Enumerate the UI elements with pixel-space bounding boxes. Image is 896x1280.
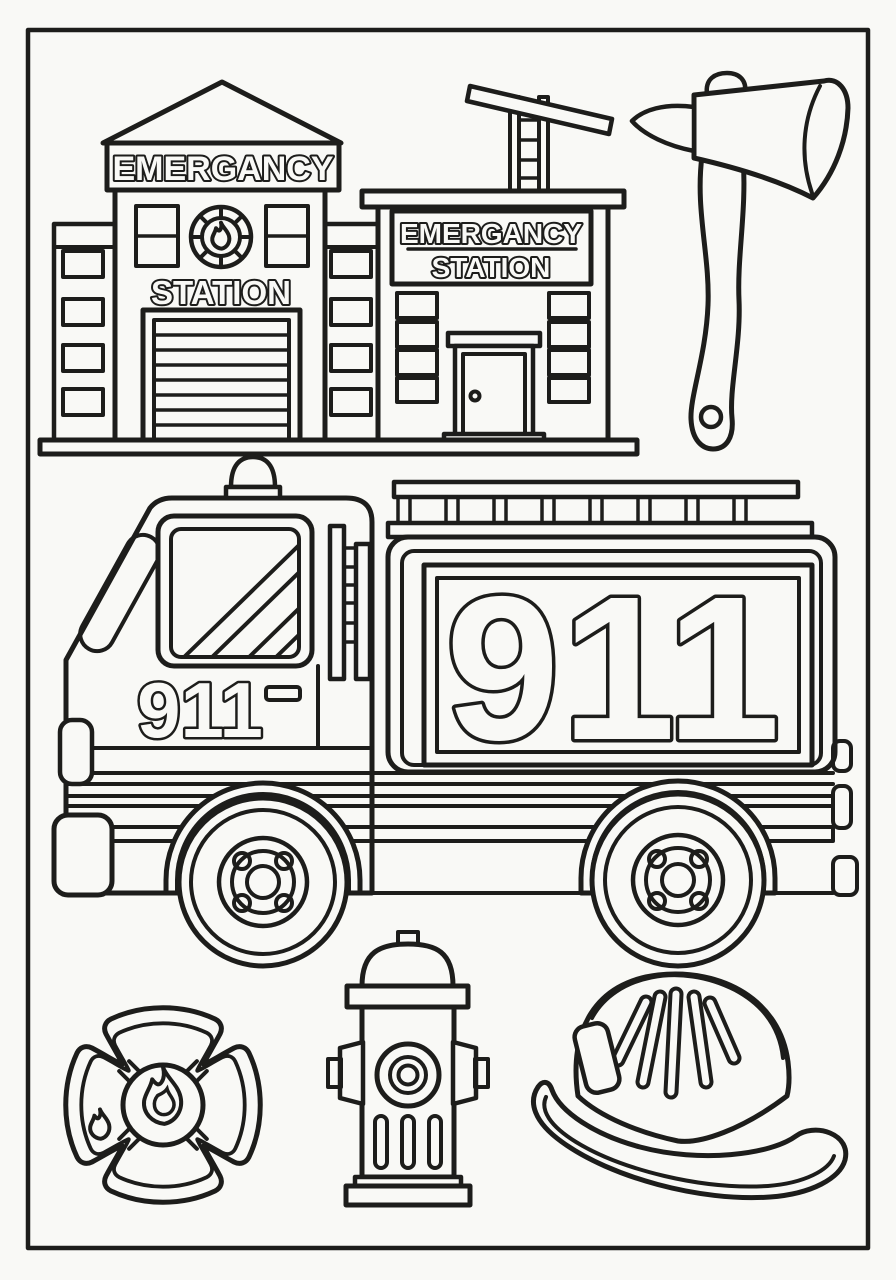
- sign-line2: STATION: [432, 252, 551, 283]
- axe-handle: [688, 153, 747, 452]
- helmet-crown: [573, 971, 792, 1144]
- axe-handle-hole: [698, 404, 724, 430]
- helmet-front-shield: [572, 1020, 622, 1096]
- helmet-brim: [531, 1080, 849, 1201]
- hydrant-slots: [373, 1114, 443, 1170]
- axe-pick: [629, 103, 697, 154]
- building-windows-left: [395, 291, 439, 404]
- wing-window: [61, 249, 105, 279]
- helmet-brim-inner-line: [542, 1095, 836, 1189]
- cab-back-ladder-rack: [327, 523, 373, 682]
- axe-blade-edge-line: [802, 84, 822, 195]
- helmet-ribs: [610, 986, 742, 1100]
- maltese-cross-badge: [63, 1005, 263, 1205]
- hydrant-base: [343, 1183, 473, 1208]
- truck-number-panel: 911: [421, 551, 815, 787]
- cab-number-text: 911: [137, 666, 263, 754]
- right-wing: [322, 221, 383, 443]
- cab-number-dash: [264, 685, 302, 702]
- hydrant-valve-cap: [374, 1041, 442, 1109]
- building-windows-right: [547, 291, 591, 404]
- badge-cross-bands: [117, 1059, 209, 1151]
- front-wheel: [176, 795, 350, 969]
- body-number-text: 911: [446, 554, 783, 783]
- hydrant-side-nozzles: [326, 1039, 490, 1107]
- entrance-door: [441, 330, 547, 449]
- tower-window: [134, 204, 180, 268]
- cab-door-window: [155, 513, 315, 669]
- front-indicator: [57, 717, 95, 787]
- wing-window: [329, 343, 373, 373]
- garage-door: [140, 307, 303, 443]
- sign-line1: EMERGANCY: [400, 218, 582, 249]
- fire-hydrant: [326, 930, 490, 1208]
- buildings-base-platform: [37, 437, 640, 457]
- station-sign-board: EMERGANCY STATION: [389, 208, 594, 287]
- station-sign-board: [104, 140, 342, 193]
- fire-axe: [629, 70, 851, 452]
- front-bumper: [51, 812, 115, 898]
- roof-plank: [464, 83, 615, 137]
- page-border: [25, 27, 871, 1251]
- wing-window: [61, 343, 105, 373]
- cab-quarter-window: [78, 532, 162, 654]
- hydrant-collar: [344, 983, 471, 1010]
- wing-window: [61, 387, 105, 417]
- tower-window: [264, 204, 310, 268]
- fire-truck: 911: [51, 454, 859, 969]
- helmet-top-ridge: [590, 973, 785, 1060]
- station-label-text: STATION: [151, 274, 291, 311]
- station-sign-text: EMERGANCY: [112, 150, 333, 188]
- firefighter-helmet: [531, 971, 849, 1201]
- fire-station-building: EMERGANCY STATION: [51, 79, 383, 443]
- rear-bumper-steps: [831, 739, 859, 897]
- fire-emblem-icon: [188, 204, 254, 270]
- wing-window: [329, 297, 373, 327]
- hydrant-dome: [359, 941, 456, 989]
- emergency-station-building: EMERGANCY STATION: [359, 83, 627, 449]
- wing-window: [329, 249, 373, 279]
- rear-wheel: [589, 791, 767, 969]
- beacon-light: [223, 454, 283, 501]
- badge-inner-line: [81, 1023, 244, 1186]
- door-knob: [468, 389, 482, 403]
- wing-window: [329, 387, 373, 417]
- left-wing: [51, 221, 118, 443]
- wing-window: [61, 297, 105, 327]
